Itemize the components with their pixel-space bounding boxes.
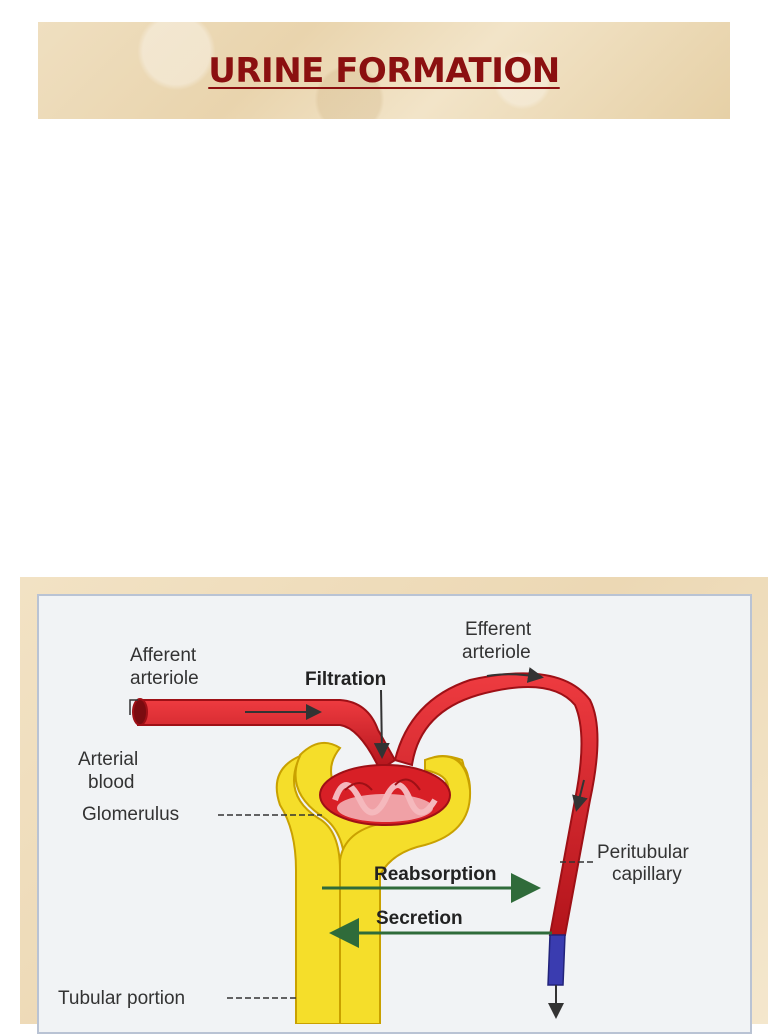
bowman-capsule [275, 754, 341, 1024]
secretion-label: Secretion [376, 908, 463, 929]
figure-panel [37, 594, 752, 1034]
afferent-arteriole [137, 699, 397, 772]
tubular-label: Tubular portion [58, 988, 185, 1009]
peritubular-capillary-venous [547, 934, 566, 986]
page-title: URINE FORMATION [208, 50, 560, 91]
glomerulus-label: Glomerulus [82, 804, 179, 825]
title-banner: URINE FORMATION [38, 22, 730, 119]
arterial-label-1: Arterial [78, 749, 138, 770]
efferent-label-1: Efferent [465, 619, 532, 640]
filtration-label: Filtration [305, 669, 386, 690]
glomerulus [319, 764, 451, 826]
afferent-opening [132, 698, 148, 726]
peritubular-label-1: Peritubular [597, 842, 690, 863]
efferent-label-2: arteriole [462, 642, 531, 663]
afferent-label-1: Afferent [130, 645, 197, 666]
reabsorption-label: Reabsorption [374, 864, 496, 885]
afferent-label-2: arteriole [130, 668, 199, 689]
figure-frame [20, 577, 768, 1034]
peritubular-label-2: capillary [612, 864, 682, 885]
arterial-label-2: blood [88, 772, 135, 793]
